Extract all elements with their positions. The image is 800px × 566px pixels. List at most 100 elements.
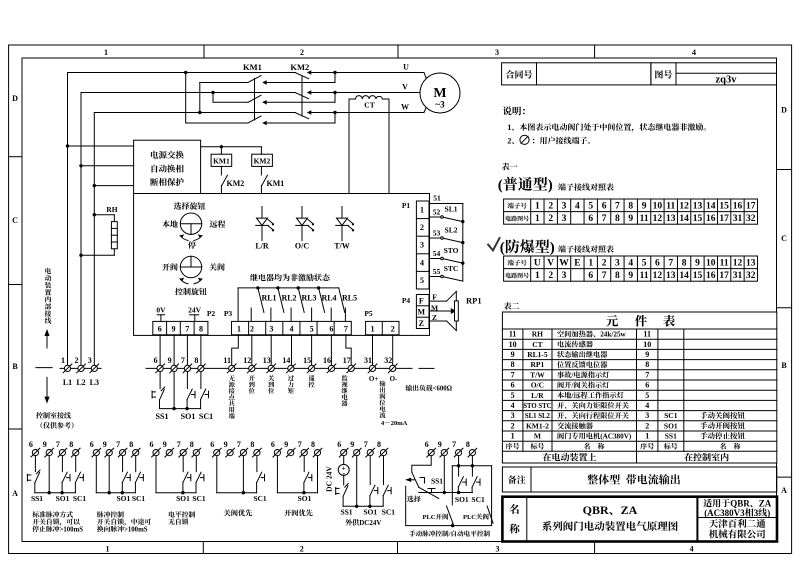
svg-text:6: 6 <box>329 325 333 334</box>
svg-text:T/W: T/W <box>334 242 350 251</box>
svg-text:P2: P2 <box>207 309 216 318</box>
svg-text:B: B <box>12 362 18 371</box>
svg-text:4: 4 <box>690 545 694 554</box>
svg-text:O+: O+ <box>369 375 378 383</box>
svg-text:SS1: SS1 <box>340 508 352 517</box>
svg-text:KM1: KM1 <box>267 179 285 188</box>
svg-text:SC1: SC1 <box>253 494 267 503</box>
svg-text:SO1: SO1 <box>117 494 131 503</box>
svg-text:1: 1 <box>511 432 515 441</box>
svg-text:32: 32 <box>384 356 392 365</box>
svg-text:L/R: L/R <box>531 391 544 400</box>
svg-text:RL2: RL2 <box>281 294 296 303</box>
svg-text:55: 55 <box>433 267 441 276</box>
svg-text:6: 6 <box>154 356 158 365</box>
svg-text:31: 31 <box>364 356 372 365</box>
svg-text:2: 2 <box>548 214 553 224</box>
svg-text:D: D <box>781 106 787 115</box>
svg-text:1: 1 <box>645 432 649 441</box>
svg-text:17: 17 <box>719 214 729 224</box>
svg-text:CT: CT <box>364 101 374 110</box>
svg-text:11: 11 <box>640 271 649 281</box>
svg-text:6: 6 <box>425 440 429 449</box>
svg-text:6: 6 <box>655 259 660 269</box>
svg-text:9: 9 <box>43 440 47 449</box>
svg-text:STO STC: STO STC <box>523 403 551 410</box>
svg-text:RH: RH <box>532 330 543 339</box>
svg-text:12: 12 <box>733 259 743 269</box>
svg-text:2: 2 <box>548 271 553 281</box>
svg-text:SL1 SL2: SL1 SL2 <box>525 413 551 420</box>
svg-text:11: 11 <box>643 330 651 339</box>
svg-text:U: U <box>403 63 409 72</box>
svg-text:7: 7 <box>602 271 607 281</box>
svg-text:9: 9 <box>628 271 633 281</box>
svg-text:4: 4 <box>645 401 649 410</box>
svg-text:9: 9 <box>695 259 700 269</box>
svg-text:13: 13 <box>263 356 271 365</box>
svg-text:3: 3 <box>562 271 567 281</box>
svg-text:13: 13 <box>746 259 756 269</box>
svg-text:3: 3 <box>495 48 499 57</box>
svg-text:F: F <box>419 296 424 305</box>
svg-text:6: 6 <box>645 381 649 390</box>
svg-text:V: V <box>547 259 554 269</box>
svg-text:U: U <box>534 259 541 269</box>
svg-text:9: 9 <box>168 356 172 365</box>
svg-text:16: 16 <box>323 356 331 365</box>
svg-text:RL3: RL3 <box>301 294 316 303</box>
svg-text:KM2: KM2 <box>227 179 245 188</box>
svg-text:6: 6 <box>158 325 162 334</box>
svg-text:8: 8 <box>682 259 687 269</box>
svg-text:13: 13 <box>693 202 703 212</box>
svg-text:8: 8 <box>199 325 203 334</box>
svg-text:7: 7 <box>615 202 620 212</box>
svg-text:8: 8 <box>645 360 649 369</box>
svg-text:5: 5 <box>645 391 649 400</box>
svg-text:/: / <box>570 392 574 400</box>
svg-text:9: 9 <box>284 440 288 449</box>
svg-text:6: 6 <box>588 271 593 281</box>
svg-text:L1: L1 <box>63 378 72 387</box>
svg-text:16: 16 <box>706 214 716 224</box>
svg-text:5: 5 <box>511 391 515 400</box>
svg-text:9: 9 <box>628 214 633 224</box>
svg-text:STC: STC <box>444 264 459 273</box>
svg-text:ZA: ZA <box>759 499 772 509</box>
svg-text:3: 3 <box>645 411 649 420</box>
svg-text:SC1: SC1 <box>664 411 678 420</box>
svg-text:Z: Z <box>432 313 437 322</box>
svg-text:6: 6 <box>150 440 154 449</box>
svg-text:9: 9 <box>438 440 442 449</box>
svg-text:5: 5 <box>420 276 424 285</box>
svg-text:4: 4 <box>575 202 580 212</box>
svg-text:51: 51 <box>433 194 441 203</box>
svg-text:9: 9 <box>511 350 515 359</box>
svg-text:8: 8 <box>377 440 381 449</box>
svg-text:C: C <box>781 234 787 243</box>
svg-text:3: 3 <box>496 545 500 554</box>
svg-text:DC 24V: DC 24V <box>324 466 333 492</box>
svg-text:9: 9 <box>645 350 649 359</box>
svg-text:10: 10 <box>653 202 663 212</box>
svg-text:4: 4 <box>290 325 294 334</box>
svg-text:KM1: KM1 <box>213 157 230 166</box>
svg-text:3: 3 <box>754 508 759 518</box>
svg-text:zq3v: zq3v <box>716 75 738 86</box>
svg-text:P3: P3 <box>224 309 233 318</box>
svg-text:10: 10 <box>509 340 517 349</box>
svg-text:1: 1 <box>507 123 511 132</box>
svg-text:12: 12 <box>653 214 663 224</box>
svg-text:31: 31 <box>733 214 743 224</box>
svg-text:2: 2 <box>511 421 515 430</box>
svg-text:7: 7 <box>237 440 241 449</box>
svg-text:(AC380V): (AC380V) <box>600 433 632 441</box>
svg-text:9: 9 <box>163 440 167 449</box>
svg-text:B: B <box>781 361 787 370</box>
svg-text:7: 7 <box>181 356 185 365</box>
svg-text:5: 5 <box>310 325 314 334</box>
svg-text:/: / <box>570 371 574 379</box>
svg-text:9: 9 <box>103 440 107 449</box>
svg-text:3: 3 <box>420 241 424 250</box>
svg-text:SS1: SS1 <box>431 477 443 486</box>
